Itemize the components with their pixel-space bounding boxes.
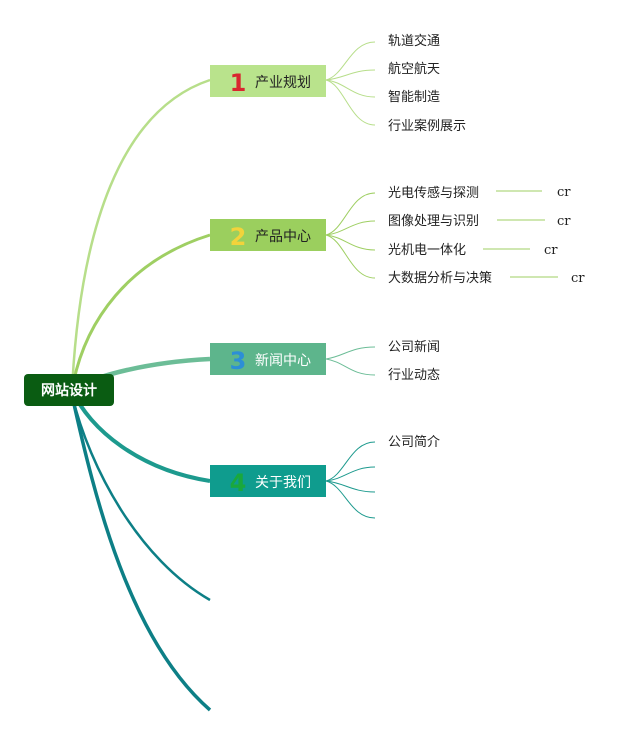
branch-2-child[interactable]: 光电传感与探测 <box>388 185 479 201</box>
branch-4-child-lines <box>325 441 376 519</box>
branch-1-child[interactable]: 轨道交通 <box>388 33 440 49</box>
branch-3-child-lines <box>325 346 376 376</box>
branch-2-suffix: cr <box>571 271 585 286</box>
branch-node-4[interactable]: 4 关于我们 <box>210 465 326 497</box>
branch-node-3[interactable]: 3 新闻中心 <box>210 343 326 375</box>
branch-3-child[interactable]: 行业动态 <box>388 368 440 383</box>
branch-1-child[interactable]: 行业案例展示 <box>388 119 466 134</box>
branch-1-label: 产业规划 <box>255 75 311 91</box>
branch-3-label: 新闻中心 <box>255 353 311 369</box>
branch-3-child[interactable]: 公司新闻 <box>388 339 440 355</box>
branch-2-label: 产品中心 <box>255 229 311 245</box>
branch-node-2[interactable]: 2 产品中心 <box>210 219 326 251</box>
branch-2-suffix: cr <box>544 243 558 258</box>
branch-2-suffix: cr <box>557 214 571 229</box>
root-node[interactable]: 网站设计 <box>24 374 114 406</box>
branch-4-child[interactable]: 公司简介 <box>388 434 440 450</box>
branch-node-1[interactable]: 1 产业规划 <box>210 65 326 97</box>
root-label: 网站设计 <box>41 382 97 399</box>
root-extra-line-1 <box>70 394 211 602</box>
root-extra-line-2 <box>70 394 212 712</box>
branch-4-number: 4 <box>230 469 247 497</box>
branch-2-suffix: cr <box>557 185 571 200</box>
branch-2-child[interactable]: 大数据分析与决策 <box>388 270 492 286</box>
branch-2-child-lines <box>325 190 558 279</box>
branch-1-child-lines <box>325 41 376 126</box>
branch-1-child[interactable]: 智能制造 <box>388 90 440 105</box>
branch-2-child[interactable]: 图像处理与识别 <box>388 214 479 229</box>
branch-4-label: 关于我们 <box>255 475 311 491</box>
root-to-branch-2-line <box>70 233 211 391</box>
root-to-branch-1-line <box>70 78 211 391</box>
branch-3-number: 3 <box>230 347 247 375</box>
branch-1-child[interactable]: 航空航天 <box>388 61 440 77</box>
branch-2-child[interactable]: 光机电一体化 <box>388 243 466 258</box>
branch-1-number: 1 <box>230 69 247 97</box>
branch-2-number: 2 <box>230 223 247 251</box>
